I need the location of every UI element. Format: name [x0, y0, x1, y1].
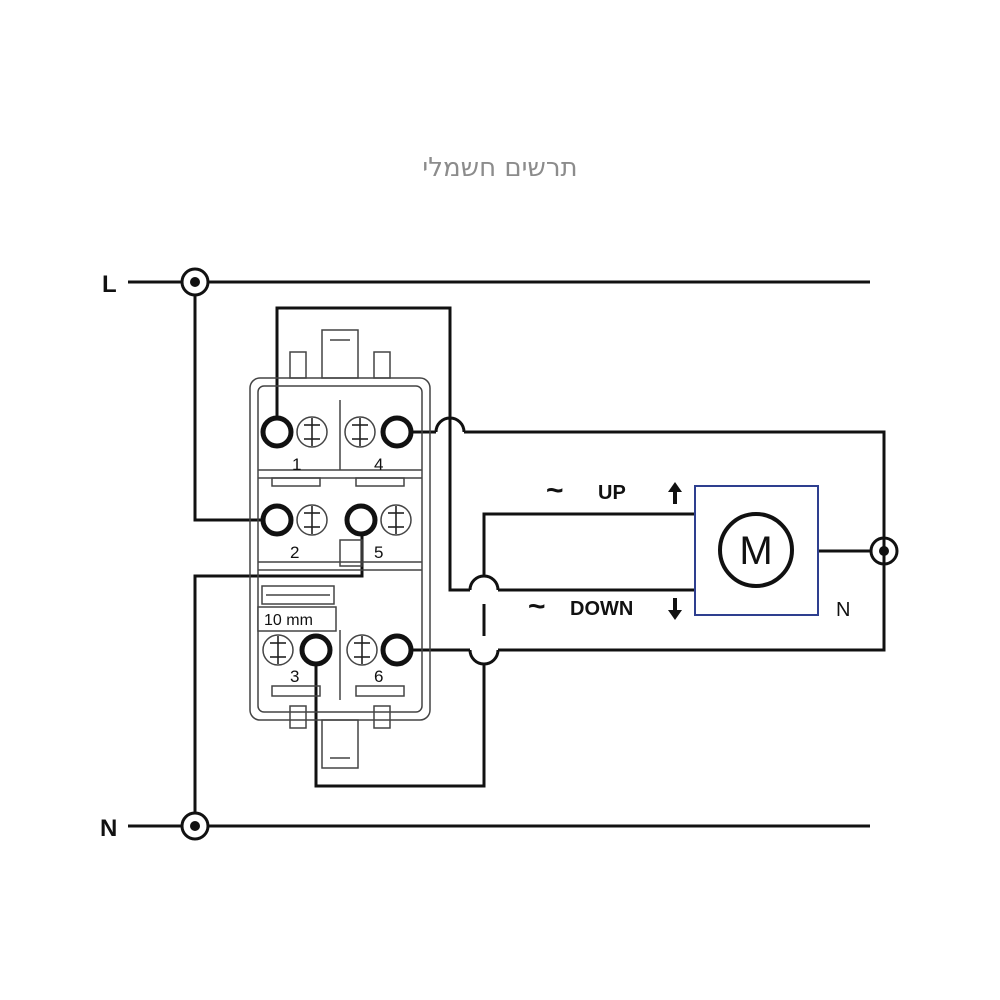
- live-line-label: L: [102, 271, 117, 298]
- terminal-3-hole: [299, 633, 333, 667]
- terminal-4-hole: [380, 415, 414, 449]
- terminal-6-label: 6: [374, 667, 383, 686]
- terminal-2-hole: [260, 503, 294, 537]
- terminal-6-hole: [380, 633, 414, 667]
- terminal-5-hole: [344, 503, 378, 537]
- motor-box: M: [694, 485, 819, 616]
- terminal-2-label: 2: [290, 543, 299, 562]
- motor-neutral-label: N: [836, 599, 850, 621]
- terminal-4-label: 4: [374, 455, 383, 474]
- terminal-5-label: 5: [374, 543, 383, 562]
- terminal-6-wire: [412, 648, 512, 666]
- terminal-4-to-neutral-wire: [412, 416, 886, 652]
- page-title: תרשים חשמלי: [422, 153, 578, 183]
- switch-module: [249, 329, 431, 769]
- terminal-screws: [262, 416, 412, 666]
- terminal-3-to-up-wire: [314, 512, 695, 788]
- terminal-1-to-down-wire: [275, 306, 695, 592]
- strip-length-gauge: 10 mm: [257, 606, 337, 632]
- neutral-line-label: N: [100, 815, 117, 842]
- up-text: UP: [598, 482, 626, 504]
- arrow-up-icon: [668, 482, 682, 504]
- neutral-to-terminal-5-wire: [193, 522, 364, 813]
- terminal-1-hole: [260, 415, 294, 449]
- down-direction-label: ~ DOWN: [528, 590, 682, 623]
- terminal-1-label: 1: [292, 455, 301, 474]
- live-junction-node: [180, 267, 210, 297]
- strip-length-label: 10 mm: [264, 612, 313, 629]
- down-text: DOWN: [570, 598, 633, 620]
- up-tilde: ~: [546, 474, 564, 507]
- live-to-terminal-2-wire: [193, 295, 268, 522]
- motor-symbol: M: [739, 529, 772, 573]
- terminal-3-label: 3: [290, 667, 299, 686]
- down-tilde: ~: [528, 590, 546, 623]
- up-direction-label: ~ UP: [546, 474, 682, 507]
- neutral-junction-node: [180, 811, 210, 841]
- arrow-down-icon: [668, 598, 682, 620]
